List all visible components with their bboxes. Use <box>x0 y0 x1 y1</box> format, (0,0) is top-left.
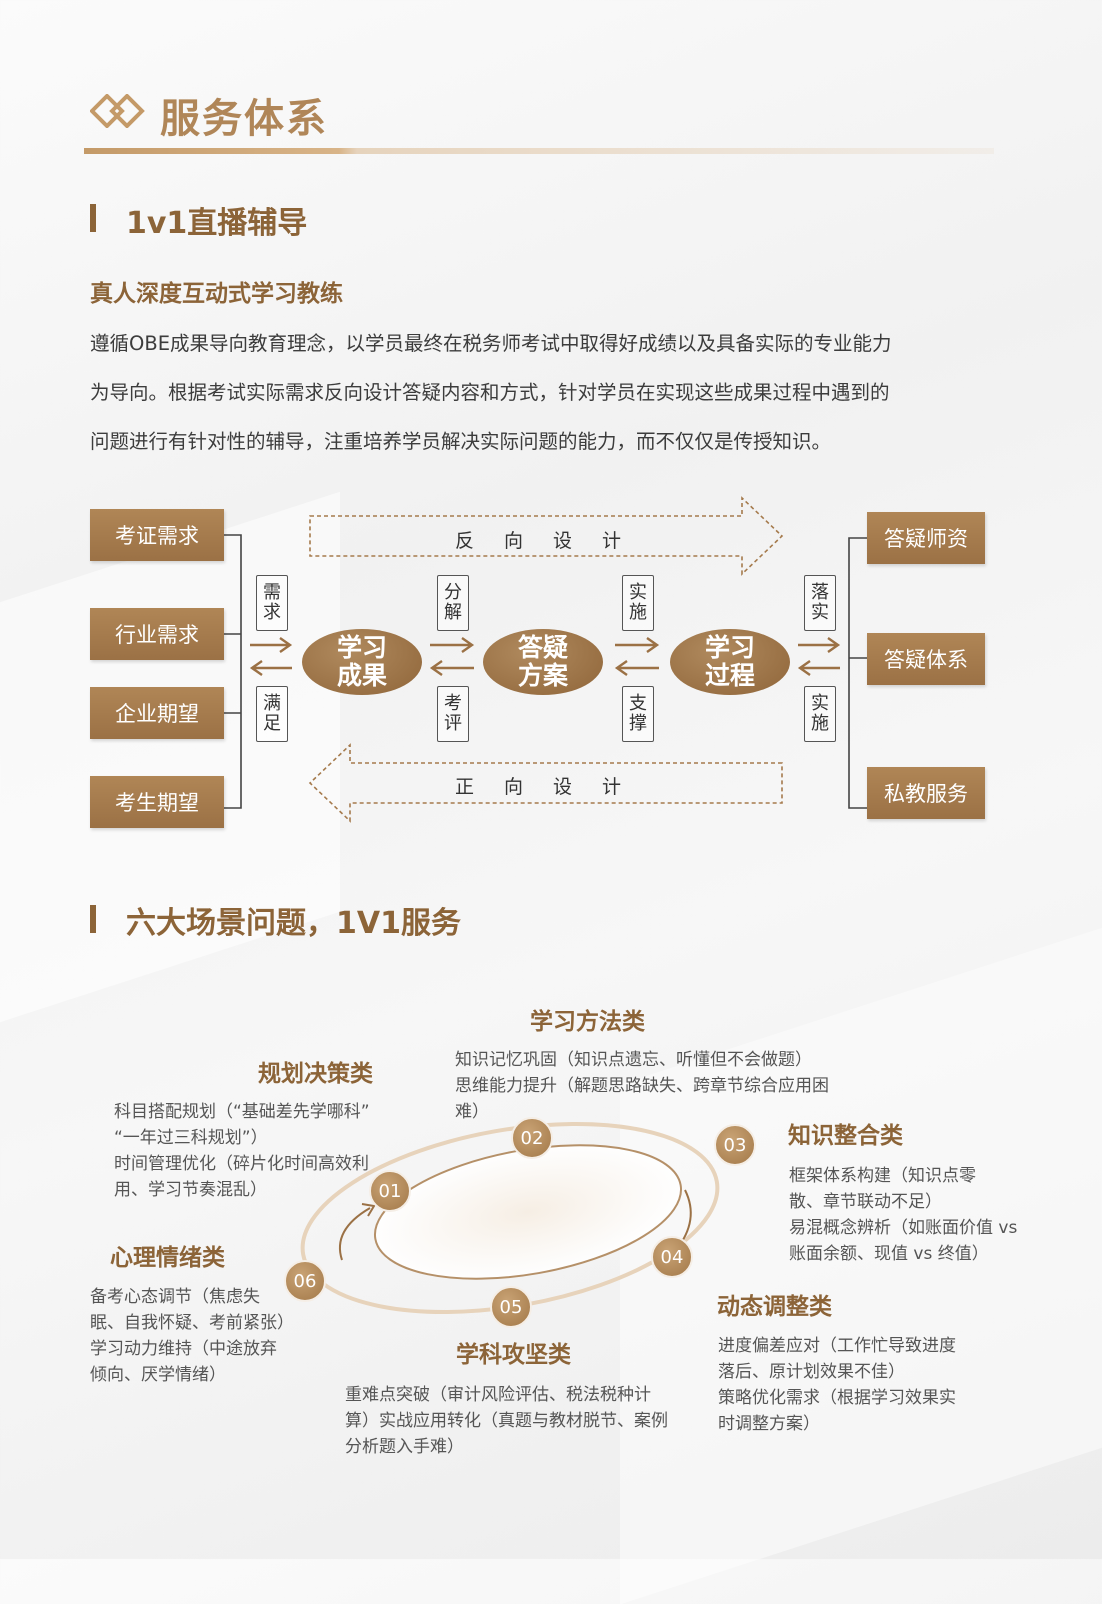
label-execute: 落实 <box>804 575 836 631</box>
badge-03: 03 <box>714 1124 756 1166</box>
reverse-design-label: 反向设计 <box>455 530 652 552</box>
category-title-planning: 规划决策类 <box>258 1061 373 1087</box>
category-text-integration: 框架体系构建（知识点零 散、章节联动不足） 易混概念辨析（如账面价值 vs 账面… <box>789 1166 1018 1264</box>
badge-01: 01 <box>369 1170 411 1212</box>
category-title-integration: 知识整合类 <box>788 1123 903 1149</box>
label-satisfy: 满足 <box>256 686 288 742</box>
paragraph-line: 问题进行有针对性的辅导，注重培养学员解决实际问题的能力，而不仅仅是传授知识。 <box>90 430 832 453</box>
diamond-logo-icon <box>90 94 145 128</box>
category-text-adjustment: 进度偏差应对（工作忙导致进度 落后、原计划效果不佳） 策略优化需求（根据学习效果… <box>718 1336 956 1434</box>
box-qa-faculty: 答疑师资 <box>867 512 985 564</box>
oval-learning-outcome: 学习成果 <box>302 629 422 695</box>
label-decompose: 分解 <box>437 575 469 631</box>
paragraph-line: 为导向。根据考试实际需求反向设计答疑内容和方式，针对学员在实现这些成果过程中遇到… <box>90 381 890 404</box>
category-text-emotion: 备考心态调节（焦虑失 眠、自我怀疑、考前紧张） 学习动力维持（中途放弃 倾向、厌… <box>90 1287 294 1385</box>
box-cert-demand: 考证需求 <box>90 509 224 561</box>
section-marker <box>90 204 96 232</box>
badge-05: 05 <box>490 1286 532 1328</box>
oval-learning-process: 学习过程 <box>670 629 790 695</box>
label-demand: 需求 <box>256 575 288 631</box>
section-subtitle: 真人深度互动式学习教练 <box>90 281 343 307</box>
category-title-emotion: 心理情绪类 <box>110 1245 225 1271</box>
box-industry-demand: 行业需求 <box>90 608 224 660</box>
category-title-subject: 学科攻坚类 <box>456 1342 571 1368</box>
section-title-live-tutoring: 1v1直播辅导 <box>126 206 308 241</box>
badge-04: 04 <box>651 1236 693 1278</box>
box-candidate-expectation: 考生期望 <box>90 776 224 828</box>
category-text-planning: 科目搭配规划（“基础差先学哪科” “一年过三科规划”） 时间管理优化（碎片化时间… <box>114 1102 370 1200</box>
flow-diagram-lines <box>224 496 867 823</box>
oval-qa-plan: 答疑方案 <box>483 629 603 695</box>
badge-02: 02 <box>511 1117 553 1159</box>
section-title-six-scenarios: 六大场景问题，1V1服务 <box>126 906 461 941</box>
box-enterprise-expectation: 企业期望 <box>90 687 224 739</box>
box-private-tutoring: 私教服务 <box>867 767 985 819</box>
box-qa-system: 答疑体系 <box>867 633 985 685</box>
paragraph-line: 遵循OBE成果导向教育理念，以学员最终在税务师考试中取得好成绩以及具备实际的专业… <box>90 332 892 355</box>
title-divider <box>84 148 994 154</box>
category-title-method: 学习方法类 <box>530 1009 645 1035</box>
label-evaluate: 考评 <box>437 686 469 742</box>
label-support: 支撑 <box>622 686 654 742</box>
section-marker <box>90 905 96 933</box>
category-text-subject: 重难点突破（审计风险评估、税法税种计 算）实战应用转化（真题与教材脱节、案例 分… <box>345 1385 668 1457</box>
label-implement: 实施 <box>622 575 654 631</box>
category-text-method: 知识记忆巩固（知识点遗忘、听懂但不会做题） 思维能力提升（解题思路缺失、跨章节综… <box>455 1050 829 1122</box>
forward-design-label: 正向设计 <box>455 776 652 798</box>
badge-06: 06 <box>284 1260 326 1302</box>
label-implement-2: 实施 <box>804 686 836 742</box>
category-title-adjustment: 动态调整类 <box>717 1294 832 1320</box>
page-title: 服务体系 <box>160 96 328 142</box>
